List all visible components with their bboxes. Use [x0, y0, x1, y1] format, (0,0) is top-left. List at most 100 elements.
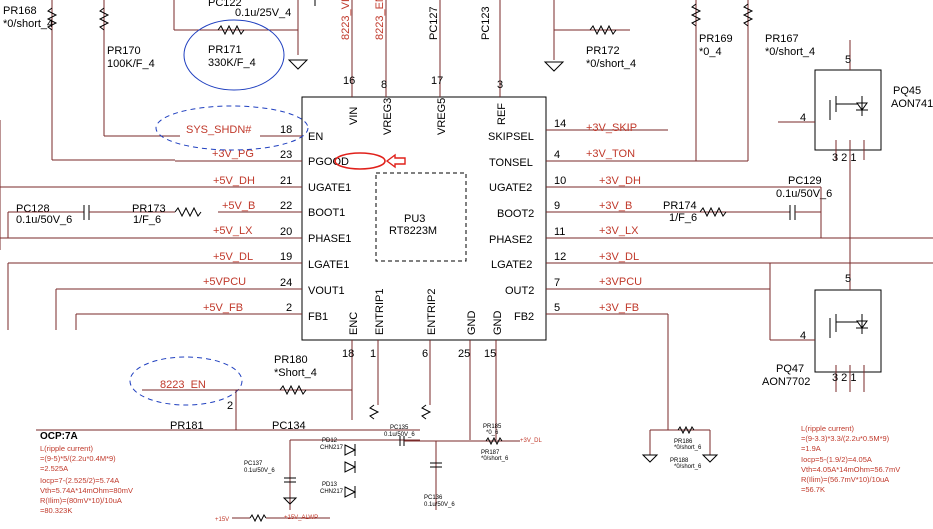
- pin-name: REF: [496, 103, 508, 125]
- ground-icon: [641, 454, 659, 463]
- net-label: SYS_SHDN#: [186, 124, 252, 136]
- sys-shdn-highlight: [155, 105, 309, 151]
- left-edge-wires: [0, 120, 77, 330]
- pin-num: 19: [280, 251, 292, 263]
- en-highlight: [129, 356, 243, 406]
- ground-icon: [701, 454, 719, 463]
- net-label: +3V_PG: [212, 148, 254, 160]
- pin-num: 6: [422, 348, 428, 360]
- pd12-value: CHN217: [320, 445, 344, 451]
- pin-skipsel: 14 SKIPSEL +3V_SKIP: [488, 118, 668, 143]
- pr173-value: 1/F_6: [133, 214, 161, 226]
- net-label: +3VPCU: [599, 276, 642, 288]
- net-8223-vin: 8223_VIN: [340, 0, 352, 40]
- arrow-left-icon: [385, 153, 406, 169]
- pin-num: 14: [554, 118, 566, 130]
- pin-name: PHASE1: [308, 233, 351, 245]
- pin-vout1: 24 VOUT1 +5VPCU: [56, 276, 345, 297]
- pin-boot1: 22 BOOT1 +5V_B: [218, 200, 345, 219]
- ocp-line: R(Ilim)=(56.7mV*10)/10uA: [801, 475, 889, 484]
- pin-num: 3 2 1: [832, 152, 856, 164]
- net-15v-alwp: +15V_ALWP: [284, 515, 318, 521]
- pr173-ref: PR173: [132, 203, 166, 215]
- pin-fb2: 5 FB2 +3V_FB: [514, 302, 668, 323]
- net-label: +3V_SKIP: [586, 122, 637, 134]
- pin-name: SKIPSEL: [488, 131, 534, 143]
- pin-name: VIN: [348, 107, 360, 125]
- ocp-left-note: OCP:7A L(ripple current) =(9-5)*5/(2.2u*…: [40, 431, 133, 515]
- pq47-mosfet: 5 4 3 2 1 PQ47 AON7702: [762, 238, 882, 392]
- pin-name: BOOT2: [497, 208, 534, 220]
- pd12-ref: PD12: [322, 438, 338, 444]
- net-label: +3V_B: [599, 200, 632, 212]
- pr169-resistor: [690, 3, 702, 27]
- net-3v-dl-label: +3V_DL: [520, 438, 543, 444]
- pr173-resistor: [174, 206, 202, 218]
- fb2-network: PR186 *0/short_6 PR188 *0/short_6: [641, 314, 719, 470]
- top-left-network: PR168 *0/short_4 PR170 100K/F_4 PR171 33…: [3, 0, 406, 170]
- ocp-line: =(9-5)*5/(2.2u*0.4M*9): [40, 454, 116, 463]
- pin-num: 7: [554, 277, 560, 289]
- ocp-line: L(ripple current): [40, 444, 93, 453]
- ic-pu3: PU3 RT8223M: [301, 96, 547, 341]
- pr171-ref: PR171: [208, 44, 242, 56]
- pin-num: 24: [280, 277, 292, 289]
- pr174-ref: PR174: [663, 200, 697, 212]
- pr172-value: *0/short_4: [586, 58, 636, 70]
- ic-ref: PU3: [404, 213, 425, 225]
- pin-num: 5: [845, 273, 851, 285]
- pin-num: 18: [342, 348, 354, 360]
- net-label: +3V_FB: [599, 302, 639, 314]
- pin-name: LGATE1: [308, 259, 349, 271]
- ground-icon: [543, 61, 565, 72]
- pr171-value: 330K/F_4: [208, 57, 256, 69]
- pr170-ref: PR170: [107, 45, 141, 57]
- pin-num: 15: [484, 348, 496, 360]
- pr185-value: *0_6: [486, 430, 499, 436]
- pd13-ref: PD13: [322, 482, 338, 488]
- pc122-value: 0.1u/25V_4: [235, 7, 291, 19]
- pin-num: 23: [280, 149, 292, 161]
- ic-left-pins: 18 EN SYS_SHDN# 23 PGOOD +3V_PG 21 UGATE…: [0, 124, 351, 323]
- pr188-value: *0/short_6: [674, 464, 702, 470]
- right-boot-network: PC129 0.1u/50V_6 PR174 1/F_6: [663, 175, 832, 238]
- pr172-resistor: [589, 24, 617, 36]
- pin-name: GND: [466, 311, 478, 336]
- pin-num: 2: [227, 400, 233, 412]
- pr188-ref: PR188: [670, 458, 689, 464]
- pc136-ref: PC136: [424, 495, 443, 501]
- top-right-network: PR172 *0/short_4 PR169 *0_4 PR167 *0/sho…: [543, 0, 815, 161]
- pin-num: 8: [381, 79, 387, 91]
- pin-num: 4: [800, 330, 806, 342]
- net-label: +5VPCU: [203, 276, 246, 288]
- pin-tonsel: 4 TONSEL +3V_TON: [489, 148, 748, 169]
- pd13-value: CHN217: [320, 489, 344, 495]
- pc136-value: 0.1u/50V_6: [424, 502, 455, 508]
- pin-name: BOOT1: [308, 207, 345, 219]
- pin-name: VREG5: [436, 98, 448, 135]
- pin-num: 5: [845, 54, 851, 66]
- pin-name: PHASE2: [489, 234, 532, 246]
- net-label: +3V_LX: [599, 225, 639, 237]
- pin-num: 22: [280, 200, 292, 212]
- pin-num: 25: [458, 348, 470, 360]
- pin-lgate2: 12 LGATE2 +3V_DL: [491, 251, 933, 271]
- ocp-line: =2.525A: [40, 464, 68, 473]
- net-8223-en: 8223_EN: [374, 0, 386, 40]
- pr187-ref: PR187: [481, 450, 500, 456]
- pr180-value: *Short_4: [274, 367, 317, 379]
- pin-name: VOUT1: [308, 285, 345, 297]
- pr169-ref: PR169: [699, 33, 733, 45]
- pr168-resistor: [46, 7, 58, 31]
- part-pc127: PC127: [428, 6, 440, 40]
- pin-num: 2: [286, 302, 292, 314]
- pc122-ref: PC122: [208, 0, 242, 9]
- pin-en: 18 EN SYS_SHDN#: [186, 124, 323, 143]
- pr172-ref: PR172: [586, 45, 620, 57]
- left-boot-network: PC128 0.1u/50V_6 PR173 1/F_6: [7, 203, 202, 238]
- ic-bottom-pins: 18 1 6 25 15 ENC ENTRIP1 ENTRIP2 GND GND: [342, 289, 504, 440]
- pr170-resistor: [98, 7, 110, 31]
- net-8223-en-label: 8223_EN: [160, 379, 206, 391]
- pr187-value: *0/short_6: [481, 456, 509, 462]
- pin-num: 5: [554, 302, 560, 314]
